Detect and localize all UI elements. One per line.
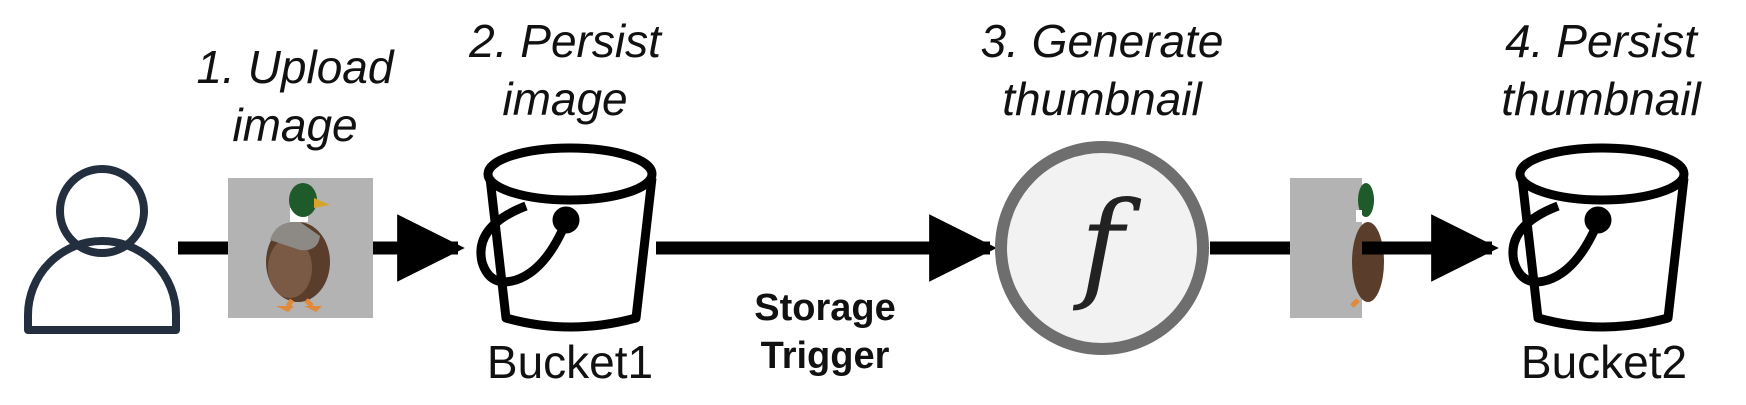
- step-3-line1: 3. Generate: [980, 15, 1224, 67]
- step-4-line1: 4. Persist: [1505, 15, 1697, 67]
- bucket-icon: [1508, 143, 1689, 332]
- bucket1-label: Bucket1: [486, 336, 654, 388]
- step-2-line1: 2. Persist: [469, 15, 661, 67]
- bucket2-label: Bucket2: [1520, 336, 1688, 388]
- step-1-line1: 1. Upload: [196, 41, 394, 93]
- storage-trigger-label: Storage Trigger: [710, 284, 940, 380]
- duck-thumbnail: [1290, 178, 1384, 318]
- step-4-line2: thumbnail: [1501, 73, 1701, 125]
- step-4-label: 4. Persist thumbnail: [1456, 12, 1746, 128]
- step-1-line2: image: [232, 99, 358, 151]
- duck-image: [228, 178, 373, 318]
- step-2-line2: image: [502, 73, 628, 125]
- function-icon: f: [995, 141, 1209, 355]
- trigger-line1: Storage: [754, 287, 896, 329]
- step-2-label: 2. Persist image: [440, 12, 690, 128]
- user-icon: [24, 165, 180, 334]
- trigger-line2: Trigger: [760, 335, 890, 377]
- bucket-icon: [476, 143, 657, 332]
- step-3-line2: thumbnail: [1002, 73, 1202, 125]
- step-3-label: 3. Generate thumbnail: [952, 12, 1252, 128]
- step-1-label: 1. Upload image: [170, 38, 420, 154]
